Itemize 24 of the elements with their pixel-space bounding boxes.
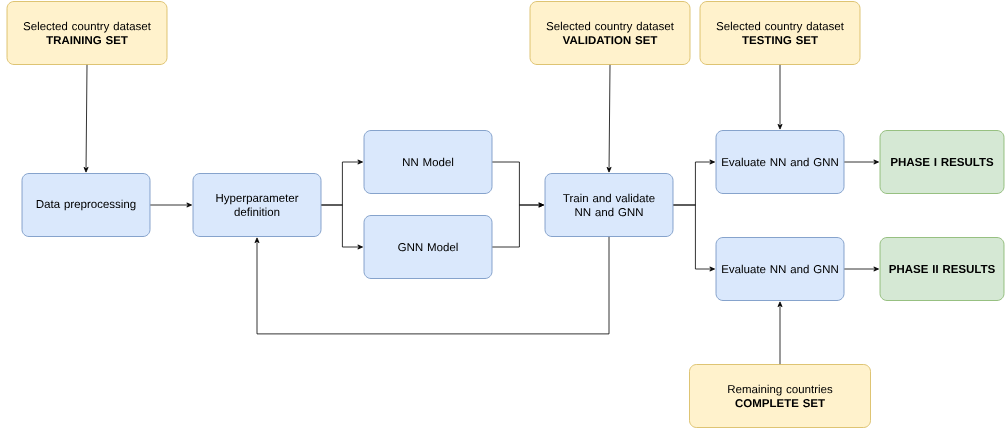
input-box: Selected country dataset TRAINING SET [6, 1, 168, 65]
result-box: PHASE II RESULTS [879, 237, 1005, 301]
arrow [844, 159, 879, 165]
arrow [83, 64, 89, 173]
process-box: GNN Model [363, 215, 493, 279]
input-box: Remaining countries COMPLETE SET [689, 364, 871, 428]
process-box: Hyperparameter definition [192, 173, 322, 237]
arrow [777, 301, 783, 365]
arrow [150, 202, 192, 208]
process-box: NN Model [363, 130, 493, 194]
arrow [254, 236, 610, 335]
process-box: Train and validate NN and GNN [544, 173, 674, 237]
arrow [321, 204, 363, 250]
arrow [606, 64, 612, 173]
process-box: Evaluate NN and GNN [715, 237, 845, 301]
arrow [673, 204, 715, 272]
input-box: Selected country dataset VALIDATION SET [529, 1, 691, 65]
result-box: PHASE I RESULTS [879, 130, 1005, 194]
input-box: Selected country dataset TESTING SET [699, 1, 861, 65]
process-box: Evaluate NN and GNN [715, 130, 845, 194]
arrow [844, 266, 879, 272]
process-box: Data preprocessing [21, 173, 151, 237]
arrow [777, 64, 783, 130]
arrow [492, 202, 544, 248]
